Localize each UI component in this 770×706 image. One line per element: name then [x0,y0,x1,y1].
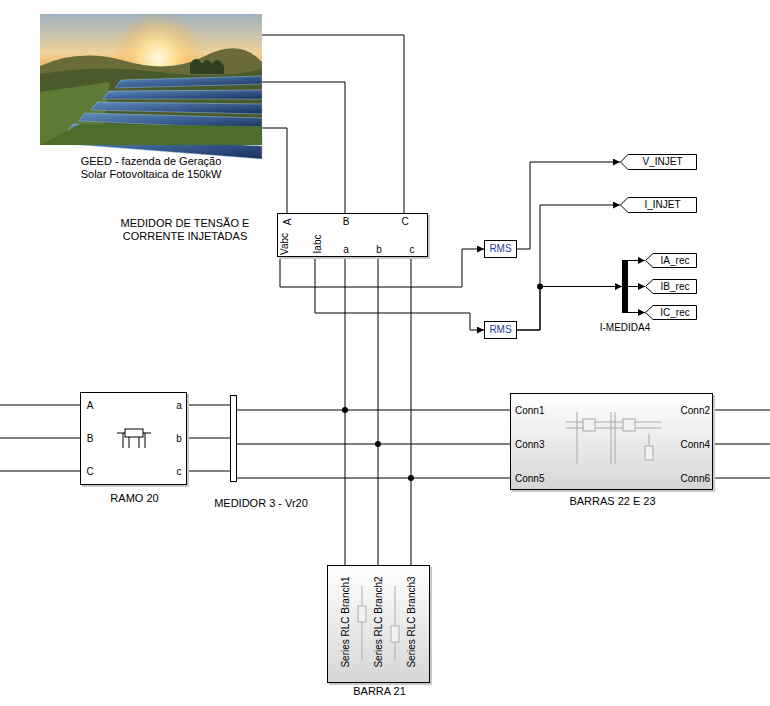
port-label: B [87,433,94,445]
power-wire [262,128,287,213]
port-label: A [87,400,94,412]
block-text: IC_rec [660,307,689,319]
power-wire [187,438,230,439]
goto-tag: V_INJET [620,154,697,170]
rms-block: RMS [484,240,517,258]
goto-tag: IA_rec [645,253,697,268]
signal-line [628,286,645,287]
block-text: V_INJET [642,156,682,168]
pi-line-block: ABCabcRAMO 20 [80,392,187,485]
port-label: C [401,216,408,228]
port-label: Vabc [279,233,291,255]
power-wire [378,257,379,565]
power-wire [237,444,510,445]
block-name: I-MEDIDA4 [600,322,651,334]
block-name: MEDIDOR 3 - Vr20 [214,497,308,510]
port-label: Series RLC Branch2 [373,576,385,667]
block-text: I_INJET [644,199,680,211]
block-text: RMS [489,324,511,336]
block-name: MEDIDOR DE TENSÃO E CORRENTE INJETADAS [100,217,270,243]
power-wire [187,405,230,406]
port-label: Conn6 [681,473,710,485]
voltage-current-meter: MEDIDOR DE TENSÃO E CORRENTE INJETADASVa… [277,213,428,257]
port-label: Iabc [312,235,324,254]
port-label: a [343,244,349,256]
power-wire [262,82,345,213]
block-name: RAMO 20 [110,492,158,505]
goto-tag: I_INJET [620,197,697,213]
power-wire [237,478,510,479]
power-wire [345,257,346,565]
input-wire [0,438,80,439]
power-wire [237,410,510,411]
goto-tag: IB_rec [645,279,697,294]
port-label: b [376,244,382,256]
rms-block: RMS [484,321,517,339]
signal-line [628,260,645,261]
power-wire [187,471,230,472]
power-wire [411,257,412,565]
port-label: Conn3 [515,439,544,451]
signal-line [628,312,645,313]
signal-line [517,205,620,330]
solar-farm-photo [40,14,262,145]
block-text: IB_rec [661,281,690,293]
goto-tag: IC_rec [645,305,697,320]
port-label: c [177,466,182,478]
block-name: BARRAS 22 E 23 [569,495,655,508]
power-wire [262,35,404,213]
input-wire [0,405,80,406]
port-label: c [410,244,415,256]
output-wire [713,410,770,411]
rlc-subsystem: Series RLC Branch1 Series RLC Branch2 Seri… [327,565,430,683]
port-label: C [86,466,93,478]
port-label: Conn1 [515,405,544,417]
port-label: Conn2 [681,405,710,417]
bus-subsystem: Conn1Conn3Conn5Conn2Conn4Conn6BARRAS 22 … [510,393,713,490]
port-label: b [176,433,182,445]
port-label: A [282,219,294,226]
port-label: a [176,400,182,412]
port-label: Conn5 [515,473,544,485]
block-name: BARRA 21 [353,685,406,698]
output-wire [713,444,770,445]
input-wire [0,471,80,472]
port-label: Series RLC Branch1 [340,576,352,667]
block-name: GEED - fazenda de Geração Solar Fotovolt… [69,155,234,181]
block-text: IA_rec [661,255,690,267]
signal-line [315,257,484,330]
port-label: Conn4 [681,439,710,451]
pv-farm-block: GEED - fazenda de Geração Solar Fotovolt… [40,14,262,145]
port-label: Series RLC Branch3 [406,576,418,667]
output-wire [713,478,770,479]
demux-bar: I-MEDIDA4 [622,260,628,313]
pi-symbol [81,393,188,486]
measurement-bar: MEDIDOR 3 - Vr20 [230,395,237,482]
block-text: RMS [489,243,511,255]
port-label: B [343,216,350,228]
